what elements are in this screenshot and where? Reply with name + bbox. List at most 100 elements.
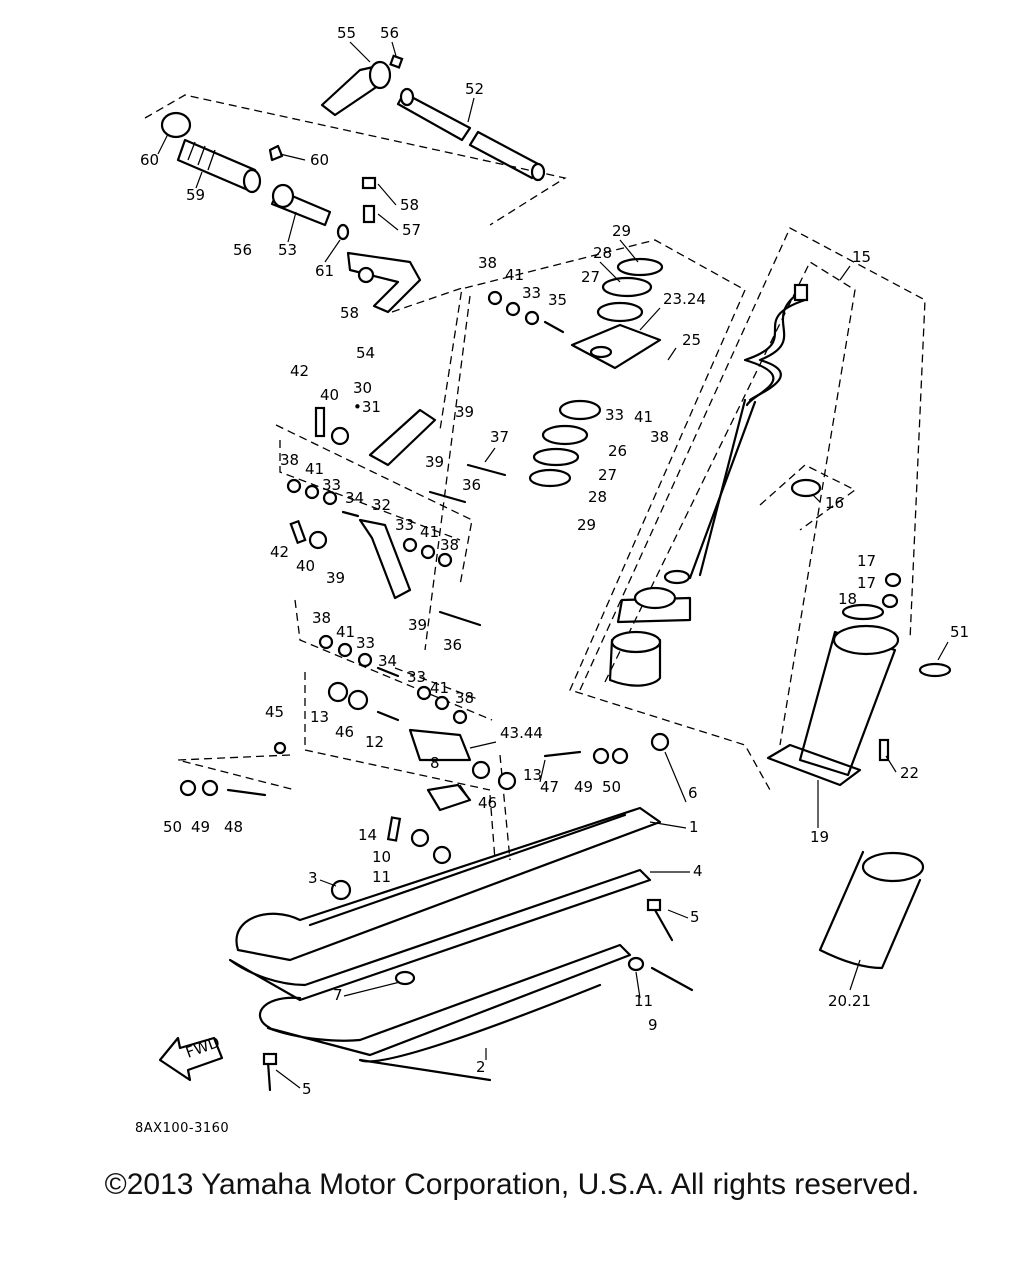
suspension-links <box>179 290 670 865</box>
part-label: 33 <box>395 516 414 534</box>
part-label: 52 <box>465 80 484 98</box>
part-label: 53 <box>278 241 297 259</box>
part-label: 59 <box>186 186 205 204</box>
part-label: 13 <box>310 708 329 726</box>
part-label: 33 <box>605 406 624 424</box>
drawing-code: 8AX100-3160 <box>135 1121 229 1136</box>
part-label: 56 <box>233 241 252 259</box>
part-label: 5 <box>690 908 700 926</box>
part-label: 14 <box>358 826 377 844</box>
part-label: 39 <box>408 616 427 634</box>
part-label: 10 <box>372 848 391 866</box>
part-label: 26 <box>608 442 627 460</box>
part-label: 50 <box>602 778 621 796</box>
part-label: 18 <box>838 590 857 608</box>
part-label: 4 <box>693 862 703 880</box>
part-label: 38 <box>312 609 331 627</box>
part-label: 38 <box>455 689 474 707</box>
part-label: 17 <box>857 552 876 570</box>
part-label: 58 <box>340 304 359 322</box>
part-label: 60 <box>310 151 329 169</box>
part-label: 42 <box>290 362 309 380</box>
part-label: 34 <box>378 652 397 670</box>
part-label: 48 <box>224 818 243 836</box>
part-label: 11 <box>372 868 391 886</box>
part-label: 3 <box>308 869 318 887</box>
part-label: 43.44 <box>500 724 543 742</box>
part-label: 41 <box>420 523 439 541</box>
part-label: 39 <box>425 453 444 471</box>
part-label: 49 <box>574 778 593 796</box>
part-label: 16 <box>825 494 844 512</box>
part-label: 61 <box>315 262 334 280</box>
part-label: 41 <box>336 623 355 641</box>
part-label: 33 <box>407 668 426 686</box>
part-label: 23.24 <box>663 290 706 308</box>
leader-lines <box>157 41 949 1089</box>
part-label: 28 <box>593 244 612 262</box>
part-label: 40 <box>296 557 315 575</box>
part-label: 36 <box>443 636 462 654</box>
part-label: 1 <box>689 818 699 836</box>
fwd-label: FWD <box>183 1033 222 1062</box>
part-label: 32 <box>372 496 391 514</box>
part-label: 39 <box>455 403 474 421</box>
part-label: 42 <box>270 543 289 561</box>
part-label: 2 <box>476 1058 486 1076</box>
shock-collar <box>528 257 664 488</box>
shock-absorber <box>608 283 809 687</box>
part-label: 51 <box>950 623 969 641</box>
part-label: 58 <box>400 196 419 214</box>
part-label: 29 <box>577 516 596 534</box>
part-label: 54 <box>356 344 375 362</box>
part-label: 57 <box>402 221 421 239</box>
ski-assembly <box>228 806 694 1092</box>
part-label: 38 <box>440 536 459 554</box>
part-label: 9 <box>648 1016 658 1034</box>
part-label: 5 <box>302 1080 312 1098</box>
forward-arrow: FWD <box>158 1033 224 1082</box>
part-label: 15 <box>852 248 871 266</box>
part-label: 38 <box>478 254 497 272</box>
part-label: 29 <box>612 222 631 240</box>
copyright-notice: ©2013 Yamaha Motor Corporation, U.S.A. A… <box>104 1168 920 1201</box>
part-label: 8 <box>430 754 440 772</box>
part-label: 50 <box>163 818 182 836</box>
steering-column <box>160 111 422 314</box>
part-label: 27 <box>581 268 600 286</box>
part-label: 41 <box>634 408 653 426</box>
part-label: 33 <box>522 284 541 302</box>
part-label: 56 <box>380 24 399 42</box>
part-label: 34 <box>345 489 364 507</box>
exploded-parts-diagram: FWD 55 56 52 60 60 59 58 57 56 53 61 58 … <box>135 24 969 1136</box>
part-label: 35 <box>548 291 567 309</box>
steering-arm <box>320 54 404 117</box>
part-label: 40 <box>320 386 339 404</box>
part-label: 30 <box>353 379 372 397</box>
part-label: 28 <box>588 488 607 506</box>
part-label: 17 <box>857 574 876 592</box>
part-label: 41 <box>505 266 524 284</box>
part-label: 60 <box>140 151 159 169</box>
part-label: 33 <box>322 476 341 494</box>
reservoir <box>766 478 952 970</box>
tie-rod <box>396 87 546 182</box>
part-label: 12 <box>365 733 384 751</box>
part-label: 55 <box>337 24 356 42</box>
part-label: 6 <box>688 784 698 802</box>
part-label: 22 <box>900 764 919 782</box>
part-label: 33 <box>356 634 375 652</box>
part-label: 38 <box>650 428 669 446</box>
part-label: 41 <box>430 679 449 697</box>
group-frames <box>144 94 926 861</box>
part-label: •31 <box>353 398 381 416</box>
part-label: 27 <box>598 466 617 484</box>
part-label: 38 <box>280 451 299 469</box>
part-label: 46 <box>478 794 497 812</box>
part-label: 13 <box>523 766 542 784</box>
part-label: 37 <box>490 428 509 446</box>
part-callouts: 55 56 52 60 60 59 58 57 56 53 61 58 54 2… <box>140 24 969 1098</box>
part-label: 46 <box>335 723 354 741</box>
part-label: 39 <box>326 569 345 587</box>
part-label: 47 <box>540 778 559 796</box>
